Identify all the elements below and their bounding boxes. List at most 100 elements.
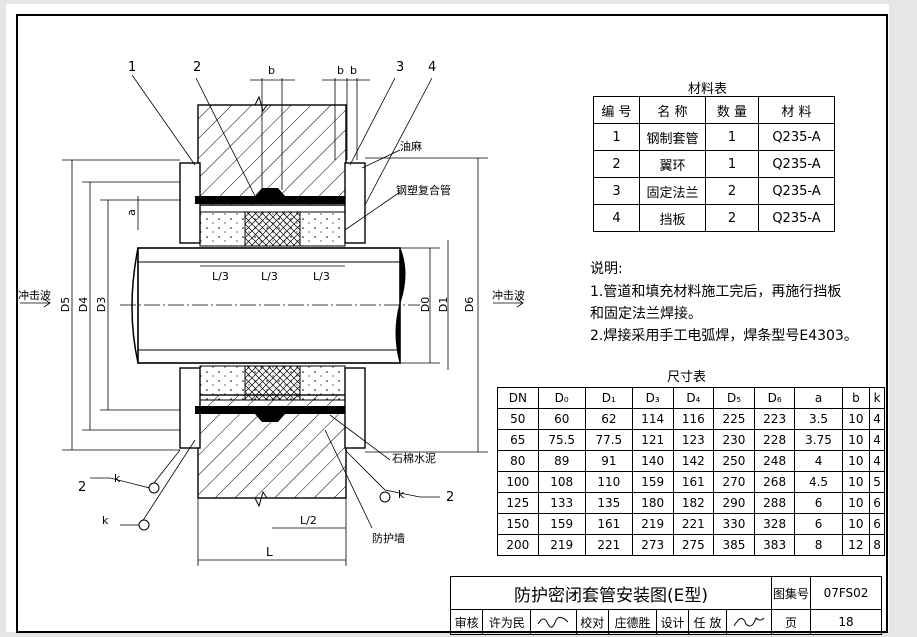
cell: Q235-A <box>758 150 835 178</box>
dim-l3: L/3 <box>212 270 229 283</box>
cell: 89 <box>537 450 586 472</box>
label-protective-wall: 防护墙 <box>372 532 405 545</box>
cell: 161 <box>672 471 715 493</box>
cell: 4 <box>869 450 885 472</box>
cell: Q235-A <box>758 204 835 232</box>
cell: 钢制套管 <box>639 123 706 151</box>
check-label: 校对 <box>575 609 609 635</box>
cell: 4 <box>794 450 843 472</box>
cell: 75.5 <box>537 429 586 451</box>
cell: 62 <box>584 408 633 430</box>
weld-k: k <box>114 472 121 485</box>
cell: 133 <box>537 492 586 514</box>
cell: 1 <box>705 123 759 151</box>
materials-title: 材料表 <box>688 82 728 97</box>
dim-b: b <box>350 64 357 77</box>
review-label: 审核 <box>449 609 484 635</box>
label-oil-hemp: 油麻 <box>400 140 422 153</box>
cell: 6 <box>869 513 885 535</box>
cell: 268 <box>753 471 796 493</box>
cell: 100 <box>497 471 539 493</box>
cell: 230 <box>713 429 755 451</box>
cell: 10 <box>841 492 871 514</box>
cell: 135 <box>584 492 633 514</box>
cell: 159 <box>631 471 674 493</box>
cell: 6 <box>794 492 843 514</box>
cell: 4.5 <box>794 471 843 493</box>
header-cell: DN <box>497 387 539 409</box>
dim-d5: D5 <box>59 296 73 313</box>
design-label: 设计 <box>655 609 690 635</box>
cell: 翼环 <box>639 150 706 178</box>
cell: 10 <box>841 450 871 472</box>
cell: 142 <box>672 450 715 472</box>
cell: 77.5 <box>584 429 633 451</box>
cell: 10 <box>841 429 871 451</box>
cell: 200 <box>497 534 539 556</box>
weld-k: k <box>398 488 405 501</box>
header-cell: 材 料 <box>758 96 835 124</box>
title-block: 防护密闭套管安装图(E型) 图集号 07FS02 审核 许为民 校对 庄德胜 设… <box>449 576 882 635</box>
atlas-label: 图集号 <box>771 576 811 610</box>
reviewer-name: 许为民 <box>482 609 532 635</box>
weld-k: k <box>102 514 109 527</box>
cell: 4 <box>869 408 885 430</box>
checker-name: 庄德胜 <box>607 609 657 635</box>
cell: 383 <box>753 534 796 556</box>
header-cell: D₄ <box>672 387 715 409</box>
cell: 275 <box>672 534 715 556</box>
cell: 8 <box>794 534 843 556</box>
steel-plastic-pipe <box>131 247 406 364</box>
header-cell: k <box>869 387 885 409</box>
header-cell: D₅ <box>713 387 755 409</box>
cell: 221 <box>672 513 715 535</box>
cell: 50 <box>497 408 539 430</box>
cell: 273 <box>631 534 674 556</box>
cell: 140 <box>631 450 674 472</box>
mark-2-right: 2 <box>446 490 455 505</box>
header-cell: D₀ <box>537 387 586 409</box>
header-cell: D₁ <box>584 387 633 409</box>
header-cell: 名 称 <box>639 96 706 124</box>
page-number: 18 <box>810 609 882 635</box>
dim-l3: L/3 <box>313 270 330 283</box>
cell: 3.5 <box>794 408 843 430</box>
atlas-number: 07FS02 <box>810 576 882 610</box>
label-asbestos-cement: 石棉水泥 <box>392 452 436 465</box>
dim-l2: L/2 <box>300 514 317 527</box>
cell: Q235-A <box>758 123 835 151</box>
impact-wave-left: 冲击波 <box>18 289 51 302</box>
callout-3: 3 <box>396 60 405 75</box>
cell: 挡板 <box>639 204 706 232</box>
dim-d1: D1 <box>437 296 451 313</box>
cell: 385 <box>713 534 755 556</box>
cell: Q235-A <box>758 177 835 205</box>
cell: 219 <box>631 513 674 535</box>
header-cell: a <box>794 387 843 409</box>
header-cell: D₆ <box>753 387 796 409</box>
cell: 221 <box>584 534 633 556</box>
designer-name: 任 放 <box>688 609 727 635</box>
cell: 91 <box>584 450 633 472</box>
cell: 8 <box>869 534 885 556</box>
dim-b: b <box>337 64 344 77</box>
cell: 123 <box>672 429 715 451</box>
cell: 182 <box>672 492 715 514</box>
notes-line-3: 2.焊接采用手工电弧焊，焊条型号E4303。 <box>590 328 858 344</box>
cell: 12 <box>841 534 871 556</box>
cell: 290 <box>713 492 755 514</box>
dim-d3: D3 <box>95 296 109 313</box>
cell: 248 <box>753 450 796 472</box>
cell: 6 <box>869 492 885 514</box>
dim-d6: D6 <box>463 296 477 313</box>
